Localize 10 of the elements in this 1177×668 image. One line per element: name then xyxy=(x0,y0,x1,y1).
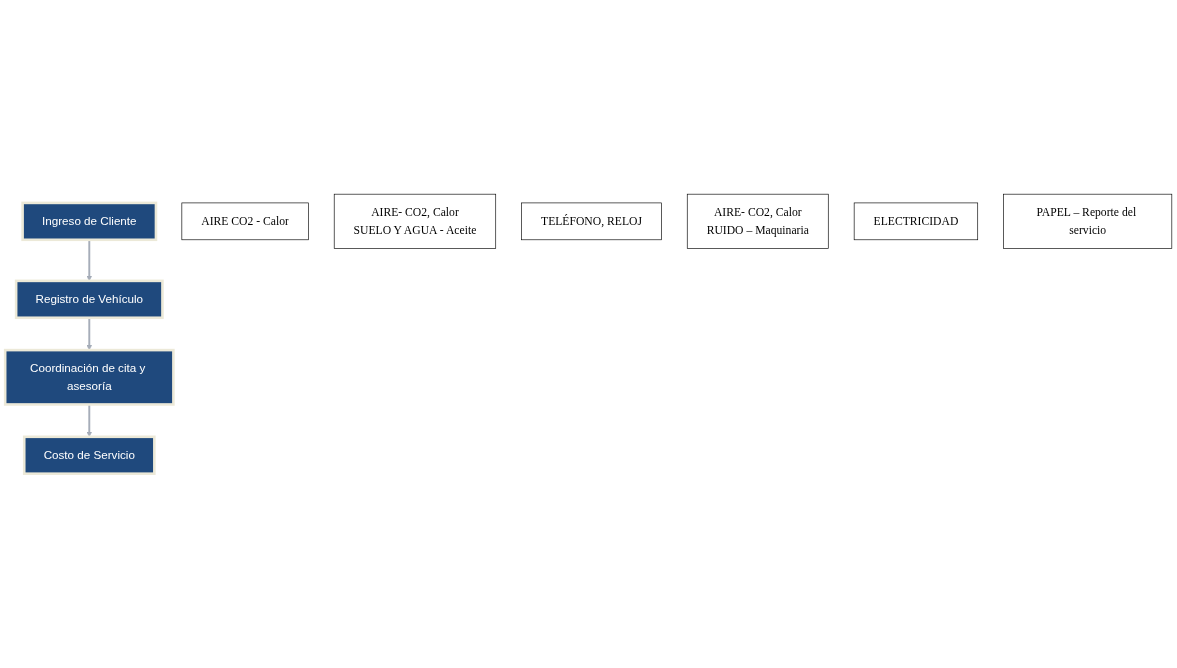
node-box: ELECTRICIDAD xyxy=(853,202,979,241)
node-box: AIRE CO2 - Calor xyxy=(181,202,309,241)
node-box: AIRE- CO2, Calor RUIDO – Maquinaria xyxy=(686,193,829,249)
node-box: Coordinación de cita y asesoría xyxy=(3,348,175,406)
node-box: AIRE- CO2, Calor SUELO Y AGUA - Aceite xyxy=(333,193,497,249)
node-box: Ingreso de Cliente xyxy=(21,201,158,242)
node-box: Registro de Vehículo xyxy=(14,279,164,320)
node-box: Costo de Servicio xyxy=(22,435,156,476)
node-box: PAPEL – Reporte del servicio xyxy=(1003,193,1173,249)
node-box: TELÉFONO, RELOJ xyxy=(521,202,662,241)
